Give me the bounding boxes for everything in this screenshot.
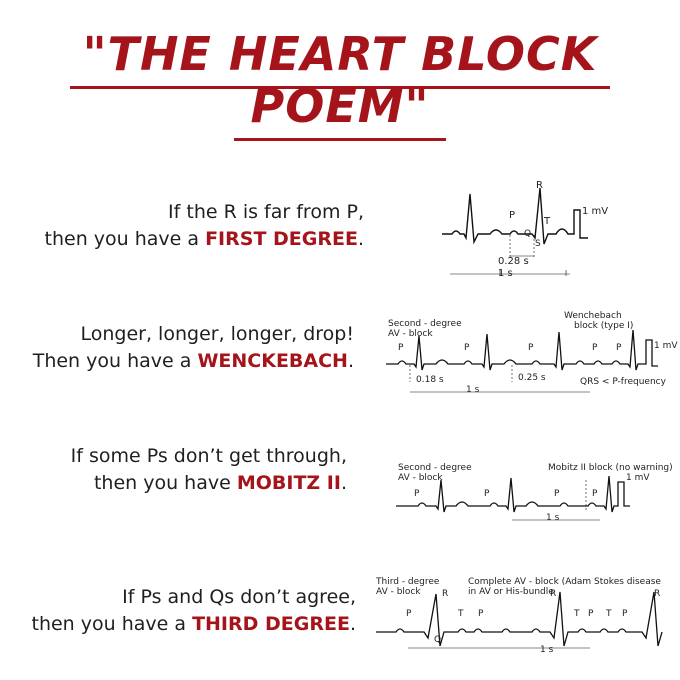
ecg-label-q: Q (434, 635, 441, 645)
verse-keyword: THIRD DEGREE (192, 613, 350, 635)
ecg-label-p: P (406, 609, 412, 619)
verse-punct: . (347, 350, 354, 372)
ecg-label-s: S (535, 239, 541, 249)
ecg-complete-block-label: in AV or His-bundle (468, 587, 554, 597)
ecg-calibration: 1 mV (654, 341, 678, 351)
ecg-label-t: T (573, 609, 580, 619)
ecg-label-q: Q (524, 229, 531, 239)
verse-punct: . (357, 228, 364, 250)
ecg-block-label: Third - degree (375, 577, 440, 587)
ecg-label-p: P (622, 609, 628, 619)
verse-third-degree: If Ps and Qs don’t agree, then you have … (32, 584, 357, 638)
ecg-wenckebach-label: Wenchebach (564, 311, 622, 321)
ecg-block-label: AV - block (376, 587, 421, 597)
ecg-label-p: P (592, 489, 598, 499)
verse-punct: . (340, 472, 347, 494)
ecg-pr-interval: 0.25 s (518, 373, 546, 383)
ecg-block-label: Second - degree (398, 463, 472, 473)
verse-line: Then you have a (32, 350, 198, 372)
ecg-mobitz: Second - degree AV - block Mobitz II blo… (394, 458, 673, 528)
ecg-mobitz-label: Mobitz II block (no warning) (548, 463, 673, 473)
ecg-time-scale: 1 s (498, 268, 513, 279)
verse-mobitz: If some Ps don’t get through, then you h… (71, 443, 347, 497)
ecg-block-label: AV - block (388, 329, 433, 339)
ecg-label-t: T (457, 609, 464, 619)
ecg-label-r: R (536, 180, 543, 191)
ecg-qrs-note: QRS < P-frequency (580, 377, 667, 387)
ecg-complete-block-label: Complete AV - block (Adam Stokes disease (468, 577, 661, 587)
title-underline-1 (70, 86, 610, 89)
ecg-calibration: 1 mV (582, 206, 608, 217)
verse-line: Longer, longer, longer, drop! (80, 323, 355, 345)
ecg-label-p: P (478, 609, 484, 619)
ecg-label-p: P (588, 609, 594, 619)
verse-wenckebach: Longer, longer, longer, drop! Then you h… (33, 321, 354, 375)
verse-first-degree: If the R is far from P, then you have a … (45, 199, 364, 253)
ecg-third-degree: Third - degree AV - block Complete AV - … (374, 572, 674, 662)
ecg-label-r: R (442, 589, 448, 599)
ecg-pr-interval: 0.28 s (498, 256, 529, 267)
verse-line: then you have (93, 472, 237, 494)
ecg-label-p: P (398, 343, 404, 353)
ecg-block-label: Second - degree (388, 319, 462, 329)
ecg-label-p: P (414, 489, 420, 499)
title-line-1: "THE HEART BLOCK (82, 27, 598, 81)
ecg-label-p: P (528, 343, 534, 353)
ecg-pr-interval: 0.18 s (416, 375, 444, 385)
ecg-label-p: P (592, 343, 598, 353)
ecg-time-scale: 1 s (540, 645, 554, 655)
ecg-time-scale: 1 s (546, 513, 560, 523)
poem-title: "THE HEART BLOCK POEM" (0, 28, 680, 132)
ecg-calibration: 1 mV (626, 473, 650, 483)
ecg-label-p: P (509, 210, 515, 221)
ecg-first-degree: R P T Q S 1 mV 0.28 s 1 s (440, 178, 620, 279)
verse-keyword: WENCKEBACH (197, 350, 348, 372)
ecg-label-p: P (554, 489, 560, 499)
ecg-label-p: P (464, 343, 470, 353)
ecg-label-p: P (616, 343, 622, 353)
title-underline-2 (234, 138, 446, 141)
verse-line: If Ps and Qs don’t agree, (122, 586, 356, 608)
verse-line: then you have a (31, 613, 193, 635)
ecg-label-t: T (543, 216, 551, 227)
verse-keyword: MOBITZ II (236, 472, 341, 494)
ecg-block-label: AV - block (398, 473, 443, 483)
ecg-label-r: R (550, 589, 556, 599)
verse-line: If some Ps don’t get through, (70, 445, 347, 467)
ecg-wenckebach-label: block (type I) (574, 321, 633, 331)
ecg-label-p: P (484, 489, 490, 499)
ecg-label-r: R (654, 589, 660, 599)
ecg-wenckebach: Second - degree AV - block Wenchebach bl… (384, 308, 678, 398)
verse-keyword: FIRST DEGREE (205, 228, 358, 250)
ecg-time-scale: 1 s (466, 385, 480, 395)
verse-line: then you have a (44, 228, 206, 250)
verse-punct: . (349, 613, 356, 635)
verse-line: If the R is far from P, (168, 201, 364, 223)
ecg-label-t: T (605, 609, 612, 619)
